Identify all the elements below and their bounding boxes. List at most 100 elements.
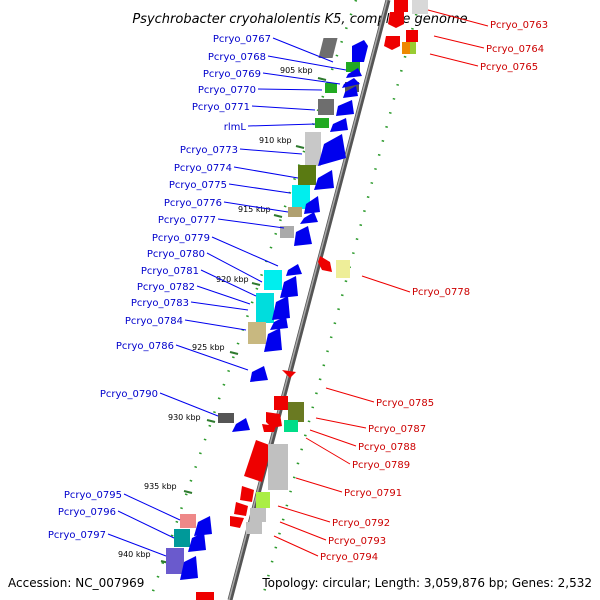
gene-block[interactable] (280, 226, 294, 238)
gene-arrow[interactable] (234, 502, 248, 516)
gene-label[interactable]: Pcryo_0784 (125, 316, 183, 327)
map-title: Psychrobacter cryohalolentis K5, complet… (132, 12, 467, 27)
gene-label[interactable]: Pcryo_0763 (490, 20, 548, 31)
gene-label[interactable]: Pcryo_0764 (486, 44, 544, 55)
gene-arrow[interactable] (336, 100, 354, 116)
gene-arrow[interactable] (384, 36, 400, 50)
gene-arrow[interactable] (280, 276, 298, 298)
gene-block[interactable] (315, 118, 329, 128)
gene-label[interactable]: rlmL (224, 122, 247, 133)
gene-block[interactable] (218, 413, 234, 423)
gene-arrow[interactable] (300, 212, 318, 224)
gene-label[interactable]: Pcryo_0795 (64, 490, 122, 501)
gene-arrow[interactable] (262, 424, 276, 432)
gene-block[interactable] (402, 42, 412, 54)
gene-block[interactable] (196, 592, 214, 600)
gene-label[interactable]: Pcryo_0787 (368, 424, 426, 435)
gene-arrow[interactable] (272, 296, 290, 320)
gene-label[interactable]: Pcryo_0786 (116, 341, 174, 352)
gene-arrow[interactable] (180, 556, 198, 580)
gene-block[interactable] (412, 0, 428, 14)
gene-label[interactable]: Pcryo_0792 (332, 518, 390, 529)
gene-arrow[interactable] (266, 412, 282, 428)
gene-block[interactable] (268, 444, 288, 490)
gene-block[interactable] (298, 165, 316, 185)
gene-label[interactable]: Pcryo_0785 (376, 398, 434, 409)
gene-label[interactable]: Pcryo_0767 (213, 34, 271, 45)
gene-label[interactable]: Pcryo_0796 (58, 507, 116, 518)
gene-label[interactable]: Pcryo_0780 (147, 249, 205, 260)
gene-label[interactable]: Pcryo_0793 (328, 536, 386, 547)
gene-label[interactable]: Pcryo_0770 (198, 85, 256, 96)
gene-block[interactable] (256, 492, 270, 508)
gene-label[interactable]: Pcryo_0782 (137, 282, 195, 293)
gene-label[interactable]: Pcryo_0771 (192, 102, 250, 113)
gene-block[interactable] (264, 270, 282, 290)
gene-block[interactable] (292, 185, 310, 209)
gene-block[interactable] (345, 82, 359, 92)
gene-arrow[interactable] (188, 532, 206, 552)
reverse-strand-genes (166, 38, 368, 580)
gene-label[interactable]: Pcryo_0779 (152, 233, 210, 244)
gene-label[interactable]: Pcryo_0777 (158, 215, 216, 226)
gene-arrow[interactable] (346, 68, 362, 78)
gene-block[interactable] (174, 529, 190, 547)
gene-arrow[interactable] (264, 328, 282, 352)
gene-label[interactable]: Pcryo_0783 (131, 298, 189, 309)
gene-arrow[interactable] (318, 256, 332, 272)
gene-label[interactable]: Pcryo_0774 (174, 163, 232, 174)
gene-label[interactable]: Pcryo_0778 (412, 287, 470, 298)
gene-arrow[interactable] (194, 516, 212, 536)
gene-arrow[interactable] (294, 226, 312, 246)
gene-arrow[interactable] (250, 366, 268, 382)
gene-block[interactable] (166, 548, 184, 574)
gene-block[interactable] (180, 514, 196, 528)
gene-arrow[interactable] (314, 170, 334, 190)
gene-label[interactable]: Pcryo_0788 (358, 442, 416, 453)
gene-arrow[interactable] (342, 78, 360, 88)
gene-block[interactable] (248, 322, 266, 344)
gene-block[interactable] (346, 62, 360, 72)
gene-label[interactable]: Pcryo_0775 (169, 180, 227, 191)
gene-arrow[interactable] (282, 370, 296, 378)
gene-arrow[interactable] (230, 516, 244, 528)
gene-block[interactable] (410, 42, 416, 54)
gene-label[interactable]: Pcryo_0790 (100, 389, 158, 400)
gene-block[interactable] (318, 38, 338, 58)
gene-block[interactable] (288, 402, 304, 422)
gene-label[interactable]: Pcryo_0797 (48, 530, 106, 541)
gene-arrow[interactable] (343, 86, 358, 98)
gene-block[interactable] (305, 132, 321, 166)
gene-label[interactable]: Pcryo_0781 (141, 266, 199, 277)
gene-arrow[interactable] (240, 486, 254, 502)
gene-arrow[interactable] (352, 40, 368, 62)
gene-label[interactable]: Pcryo_0769 (203, 69, 261, 80)
gene-block[interactable] (406, 30, 418, 42)
gene-block[interactable] (250, 508, 266, 522)
gene-label[interactable]: Pcryo_0773 (180, 145, 238, 156)
gene-label[interactable]: Pcryo_0789 (352, 460, 410, 471)
gene-label[interactable]: Pcryo_0765 (480, 62, 538, 73)
gene-arrow[interactable] (270, 316, 288, 330)
gene-block[interactable] (256, 293, 274, 323)
gene-block[interactable] (288, 207, 302, 217)
gene-arrow[interactable] (244, 440, 272, 482)
gene-arrow[interactable] (318, 134, 346, 166)
gene-block[interactable] (325, 83, 337, 93)
gene-block[interactable] (274, 396, 288, 410)
gene-label[interactable]: Pcryo_0794 (320, 552, 378, 563)
gene-block[interactable] (284, 420, 298, 432)
gene-label[interactable]: Pcryo_0791 (344, 488, 402, 499)
gene-arrow[interactable] (304, 196, 320, 214)
gene-arrow[interactable] (232, 418, 250, 432)
gene-arrow[interactable] (286, 264, 302, 276)
gene-block[interactable] (336, 260, 350, 278)
gene-block[interactable] (318, 99, 334, 115)
gene-arrow[interactable] (330, 118, 348, 132)
gene-label[interactable]: Pcryo_0768 (208, 52, 266, 63)
gene-block[interactable] (394, 0, 408, 12)
gene-block[interactable] (246, 522, 262, 534)
gene-arrow[interactable] (388, 12, 404, 28)
gene-label[interactable]: Pcryo_0776 (164, 198, 222, 209)
